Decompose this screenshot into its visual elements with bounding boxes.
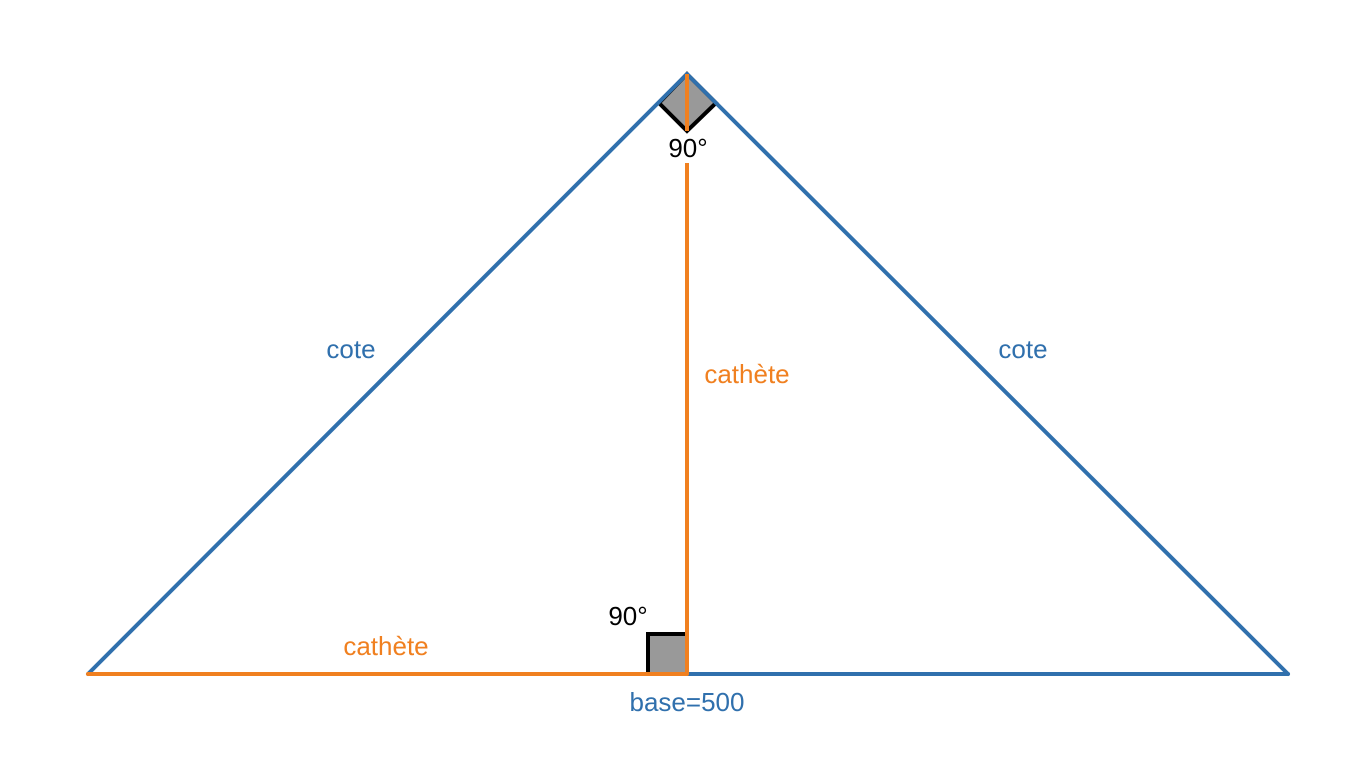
base-label: base=500 <box>630 687 745 717</box>
top-angle-label: 90° <box>668 133 707 163</box>
left-side <box>86 72 689 676</box>
height-label: cathète <box>704 359 789 389</box>
right-side-label: cote <box>998 334 1047 364</box>
right-side <box>685 72 1290 676</box>
left-side-label: cote <box>326 334 375 364</box>
base-right-angle-outline <box>646 632 688 674</box>
base-right-angle-marker <box>648 634 688 674</box>
bottom-angle-label: 90° <box>608 601 647 631</box>
half-base-label: cathète <box>343 631 428 661</box>
